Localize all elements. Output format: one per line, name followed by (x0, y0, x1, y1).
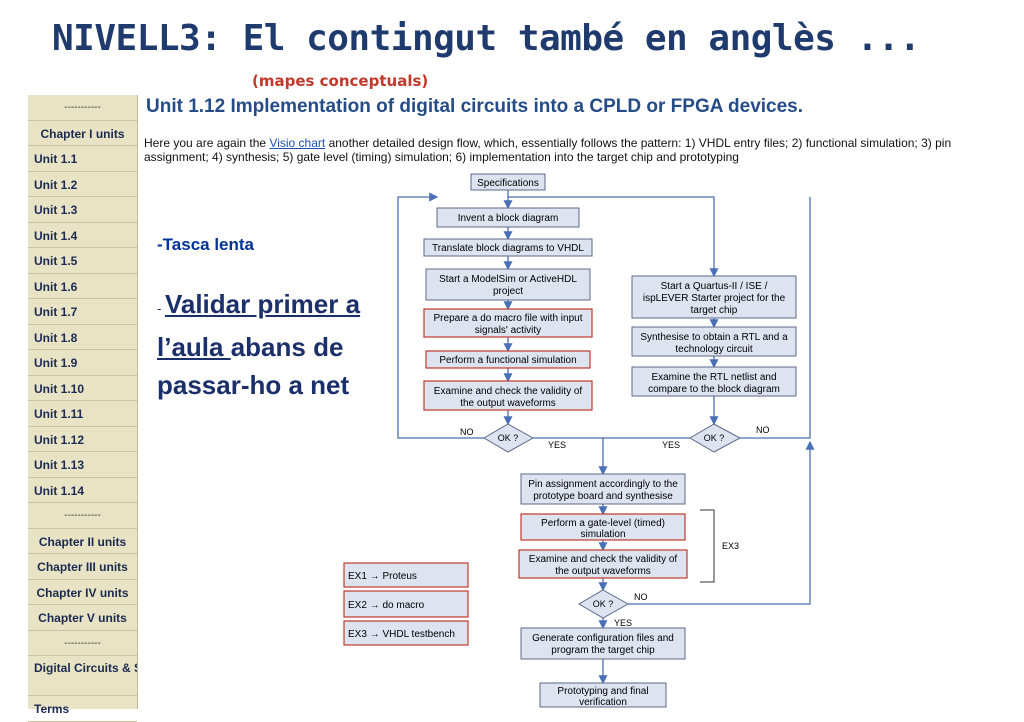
flow-box-generate: Generate configuration files and program… (520, 627, 686, 660)
sidebar-item-unit-1-5[interactable]: Unit 1.5 (28, 248, 137, 274)
svg-text:Examine and check the validity: Examine and check the validity of (529, 554, 678, 565)
intro-before: Here you are again the (144, 136, 270, 150)
svg-text:Specifications: Specifications (477, 178, 539, 189)
visio-chart-link[interactable]: Visio chart (269, 136, 326, 150)
flow-box-prototyping: Prototyping and final verification (539, 682, 667, 708)
decision-ok-left: OK ? (483, 423, 535, 453)
svg-text:compare to the block diagram: compare to the block diagram (648, 384, 780, 395)
note-rest: abans de passar-ho a net (157, 332, 350, 400)
sidebar-item-unit-1-7[interactable]: Unit 1.7 (28, 299, 137, 325)
sidebar-separator: ----------- (28, 503, 137, 529)
flow-box-synthesise: Synthesise to obtain a RTL and a technol… (631, 326, 797, 357)
svg-text:EX2 → do macro: EX2 → do macro (348, 600, 425, 611)
svg-text:EX1 → Proteus: EX1 → Proteus (348, 571, 417, 582)
sidebar-item-unit-1-6[interactable]: Unit 1.6 (28, 274, 137, 299)
exercise-box-ex1: EX1 → Proteus (343, 562, 469, 588)
sidebar-item-chapter-i-units[interactable]: Chapter I units (28, 121, 137, 146)
note-underlined: Validar primer a l’aula (157, 289, 361, 362)
sidebar-item-digital-circuits-systems[interactable]: Digital Circuits & Systems (28, 656, 137, 696)
sidebar-item-unit-1-9[interactable]: Unit 1.9 (28, 350, 137, 376)
decision-ok-bottom: OK ? (578, 589, 630, 619)
label-no-bottom: NO (634, 592, 648, 602)
svg-text:project: project (493, 286, 523, 297)
flow-box-examine-rtl: Examine the RTL netlist and compare to t… (631, 366, 797, 397)
tasca-lenta-note: -Tasca lenta (157, 235, 255, 254)
flow-connectors (397, 190, 815, 685)
flow-box-specifications: Specifications (470, 173, 546, 191)
svg-text:target chip: target chip (691, 305, 738, 316)
svg-text:signals' activity: signals' activity (475, 325, 541, 336)
sidebar-item-unit-1-1[interactable]: Unit 1.1 (28, 146, 137, 172)
svg-text:technology circuit: technology circuit (675, 344, 752, 355)
label-ex3: EX3 (722, 541, 739, 551)
sidebar-item-unit-1-2[interactable]: Unit 1.2 (28, 172, 137, 197)
note-dash: - (157, 301, 165, 316)
label-yes-right: YES (662, 440, 680, 450)
slide-subtitle: (mapes conceptuals) (252, 72, 429, 90)
svg-text:simulation: simulation (580, 529, 625, 540)
svg-text:OK ?: OK ? (704, 433, 725, 443)
svg-text:ispLEVER Starter project for t: ispLEVER Starter project for the (643, 293, 786, 304)
sidebar-item-unit-1-11[interactable]: Unit 1.11 (28, 401, 137, 427)
intro-after: another detailed design flow, which, ess… (144, 136, 952, 164)
slide-title: NIVELL3: El contingut també en anglès ..… (52, 18, 921, 59)
flow-box-start-quartus: Start a Quartus-II / ISE / ispLEVER Star… (631, 275, 797, 319)
svg-text:EX3 → VHDL testbench: EX3 → VHDL testbench (348, 629, 455, 640)
flow-box-invent: Invent a block diagram (436, 207, 580, 228)
svg-text:the output waveforms: the output waveforms (460, 398, 556, 409)
sidebar-item-chapter-ii-units[interactable]: Chapter II units (28, 529, 137, 554)
sidebar-item-unit-1-4[interactable]: Unit 1.4 (28, 223, 137, 248)
svg-text:Prototyping and final: Prototyping and final (557, 686, 648, 697)
page-heading: Unit 1.12 Implementation of digital circ… (146, 96, 804, 117)
svg-text:Perform a gate-level (timed): Perform a gate-level (timed) (541, 518, 665, 529)
sidebar-item-unit-1-10[interactable]: Unit 1.10 (28, 376, 137, 401)
decision-ok-right: OK ? (689, 423, 742, 453)
svg-text:OK ?: OK ? (593, 599, 614, 609)
svg-text:Translate block diagrams to VH: Translate block diagrams to VHDL (432, 243, 584, 254)
svg-text:Examine the RTL netlist and: Examine the RTL netlist and (651, 372, 776, 383)
svg-text:Examine and check the validity: Examine and check the validity of (434, 386, 583, 397)
svg-text:the output waveforms: the output waveforms (555, 566, 651, 577)
svg-text:Start a ModelSim or ActiveHDL: Start a ModelSim or ActiveHDL (439, 274, 577, 285)
validar-note: - Validar primer a l’aula abans de passa… (157, 285, 367, 404)
sidebar-item-chapter-iv-units[interactable]: Chapter IV units (28, 580, 137, 605)
label-yes-left: YES (548, 440, 566, 450)
svg-text:Prepare a do macro file with i: Prepare a do macro file with input (434, 313, 583, 324)
svg-text:verification: verification (579, 697, 627, 708)
label-no-right: NO (756, 425, 770, 435)
sidebar-item-unit-1-8[interactable]: Unit 1.8 (28, 325, 137, 350)
flow-box-functional-sim: Perform a functional simulation (425, 350, 591, 369)
svg-text:Start a Quartus-II / ISE /: Start a Quartus-II / ISE / (661, 281, 768, 292)
svg-text:prototype board and synthesise: prototype board and synthesise (533, 491, 673, 502)
svg-text:Invent a block diagram: Invent a block diagram (458, 213, 559, 224)
sidebar-item-unit-1-12[interactable]: Unit 1.12 (28, 427, 137, 452)
sidebar-separator: ----------- (28, 95, 137, 121)
flow-box-pin-assignment: Pin assignment accordingly to the protot… (520, 473, 686, 505)
flow-box-examine-1: Examine and check the validity of the ou… (423, 380, 593, 411)
svg-text:program the target chip: program the target chip (551, 645, 655, 656)
svg-text:OK ?: OK ? (498, 433, 519, 443)
sidebar-item-chapter-v-units[interactable]: Chapter V units (28, 605, 137, 631)
sidebar-item-chapter-iii-units[interactable]: Chapter III units (28, 554, 137, 580)
intro-text: Here you are again the Visio chart anoth… (144, 136, 974, 164)
svg-text:Synthesise to obtain a RTL and: Synthesise to obtain a RTL and a (640, 332, 788, 343)
sidebar-item-unit-1-3[interactable]: Unit 1.3 (28, 197, 137, 223)
label-yes-bottom: YES (614, 618, 632, 628)
flow-box-gate-level: Perform a gate-level (timed) simulation (520, 513, 686, 541)
svg-text:Perform a functional simulatio: Perform a functional simulation (439, 355, 576, 366)
flow-box-start-modelsim: Start a ModelSim or ActiveHDL project (425, 268, 591, 301)
flow-box-examine-2: Examine and check the validity of the ou… (518, 549, 688, 579)
flow-box-prepare-macro: Prepare a do macro file with input signa… (423, 308, 593, 338)
svg-text:Pin assignment accordingly to: Pin assignment accordingly to the (528, 479, 678, 490)
sidebar-separator: ----------- (28, 631, 137, 656)
exercise-box-ex2: EX2 → do macro (343, 590, 469, 618)
sidebar-item-unit-1-14[interactable]: Unit 1.14 (28, 478, 137, 503)
sidebar-item-unit-1-13[interactable]: Unit 1.13 (28, 452, 137, 478)
label-no-left: NO (460, 427, 474, 437)
flow-box-translate: Translate block diagrams to VHDL (423, 238, 593, 257)
svg-text:Generate configuration files a: Generate configuration files and (532, 633, 674, 644)
exercise-box-ex3: EX3 → VHDL testbench (343, 620, 469, 646)
